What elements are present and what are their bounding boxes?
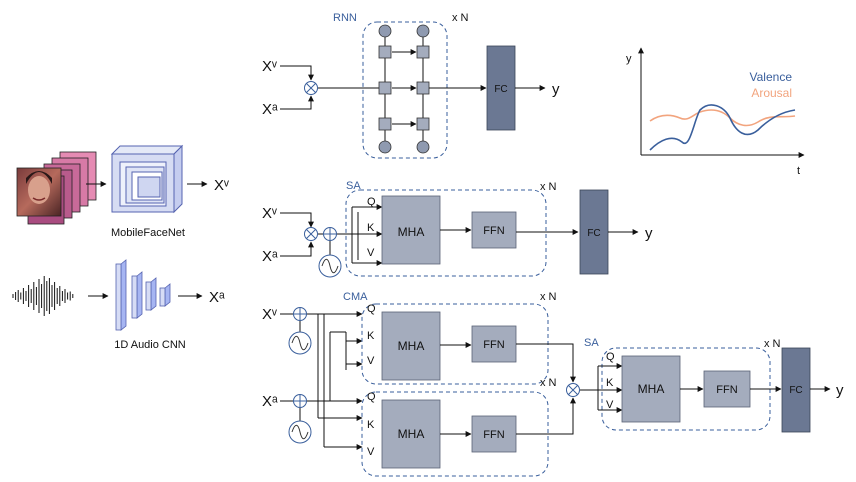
cma-bottom-dashed-box	[361, 391, 549, 477]
legend-arousal: Arousal	[751, 86, 792, 100]
sa-ffn-block	[471, 211, 517, 249]
multiply-icon	[304, 227, 318, 241]
rnn-cells	[378, 24, 430, 154]
add-icon	[323, 227, 337, 241]
cma-bottom-mha-block	[381, 399, 441, 469]
cma-bottom-mha-label: MHA	[398, 427, 425, 441]
cma-bottom-ffn-label: FFN	[483, 429, 504, 441]
sa-mha-label: MHA	[398, 225, 425, 239]
sa-output-y: y	[645, 225, 653, 242]
final-sa-mha-block	[621, 355, 681, 423]
sa-xa-arrow	[280, 241, 314, 257]
rnn-xa-arrow	[280, 95, 314, 110]
sa-fc-block	[579, 189, 609, 275]
final-output-y: y	[836, 382, 844, 399]
sa-v-label: V	[367, 247, 375, 259]
rnn-output-y: y	[552, 81, 560, 98]
audio-waveform-icon	[12, 276, 74, 316]
final-fc-block	[781, 347, 811, 433]
cma-bottom-q-label: Q	[367, 391, 376, 403]
cma-input-xv: Xᵛ	[262, 306, 277, 323]
final-sa-dashed-box	[601, 347, 771, 431]
final-sa-title: SA	[584, 337, 599, 349]
sa-xv-arrow	[280, 212, 314, 228]
final-sa-ffn-label: FFN	[716, 384, 737, 396]
rnn-input-xa: Xᵃ	[262, 101, 278, 118]
cma-top-repeat-label: x N	[540, 291, 557, 303]
final-fc-label: FC	[789, 385, 802, 396]
cma-bottom-k-label: K	[367, 419, 375, 431]
final-sa-v-label: V	[606, 399, 614, 411]
cnn-1d-icon	[115, 259, 171, 331]
final-sa-mha-label: MHA	[638, 382, 665, 396]
valence-arousal-plot: y t Valence Arousal	[626, 47, 805, 177]
audio-cnn-label: 1D Audio CNN	[114, 339, 186, 351]
facenet-label: MobileFaceNet	[111, 227, 185, 239]
sa-qkv-fanout	[351, 204, 383, 266]
cma-top-mha-label: MHA	[398, 339, 425, 353]
legend-valence: Valence	[750, 70, 793, 84]
valence-curve	[649, 104, 796, 151]
plot-x-label: t	[797, 165, 800, 177]
rnn-input-xv: Xᵛ	[262, 58, 277, 75]
cma-top-mha-block	[381, 311, 441, 381]
add-icon	[293, 394, 307, 408]
cma-top-k-label: K	[367, 330, 375, 342]
sa-mha-block	[381, 195, 441, 265]
positional-encoding-icon	[288, 420, 312, 444]
cma-bottom-repeat-label: x N	[540, 377, 557, 389]
final-sa-k-label: K	[606, 377, 614, 389]
sa-fc-label: FC	[587, 228, 600, 239]
final-sa-qkv-fanout	[597, 363, 623, 413]
sa-k-label: K	[367, 222, 375, 234]
sa-input-xa: Xᵃ	[262, 248, 278, 265]
sa-dashed-box	[345, 189, 547, 277]
final-sa-q-label: Q	[606, 351, 615, 363]
video-frames-icon	[16, 151, 97, 225]
cnn-3d-icon	[110, 144, 184, 214]
final-sa-repeat-label: x N	[764, 338, 781, 350]
rnn-title: RNN	[333, 12, 357, 24]
rnn-repeat-label: x N	[452, 12, 469, 24]
arousal-curve	[649, 109, 796, 127]
sa-repeat-label: x N	[540, 181, 557, 193]
xa-feature-label: Xᵃ	[209, 289, 225, 306]
sa-ffn-label: FFN	[483, 225, 504, 237]
cma-input-xa: Xᵃ	[262, 393, 278, 410]
xv-feature-label: Xᵛ	[214, 177, 229, 194]
sa-input-xv: Xᵛ	[262, 205, 277, 222]
sa-q-label: Q	[367, 196, 376, 208]
cma-title: CMA	[343, 291, 368, 303]
cma-top-v-label: V	[367, 355, 375, 367]
cma-bottom-v-label: V	[367, 446, 375, 458]
multiply-icon	[304, 81, 318, 95]
sa-title: SA	[346, 180, 361, 192]
cma-top-q-label: Q	[367, 303, 376, 315]
add-icon	[293, 307, 307, 321]
cma-top-ffn-block	[471, 325, 517, 363]
cma-top-to-merge-arrow	[516, 343, 576, 383]
cma-top-ffn-label: FFN	[483, 339, 504, 351]
positional-encoding-icon	[288, 331, 312, 355]
cma-bottom-to-merge-arrow	[516, 397, 576, 435]
rnn-fc-block	[486, 45, 516, 131]
multiply-icon	[566, 383, 580, 397]
rnn-xv-arrow	[280, 65, 314, 81]
rnn-dashed-box	[362, 21, 448, 159]
cma-cross-routing	[307, 311, 363, 450]
cma-bottom-ffn-block	[471, 415, 517, 453]
rnn-fc-label: FC	[494, 84, 507, 95]
positional-encoding-icon	[318, 254, 342, 278]
plot-y-label: y	[626, 53, 632, 65]
